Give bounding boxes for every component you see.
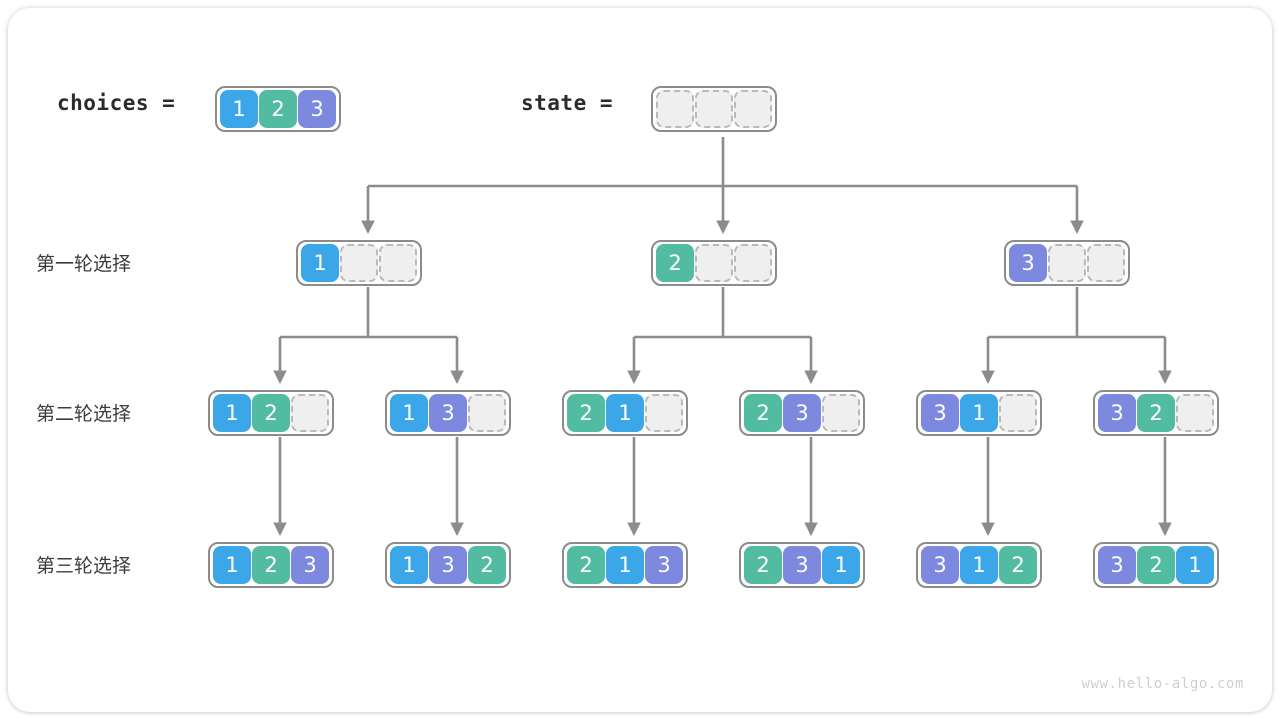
choices-label: choices = [57,91,176,115]
node-level1-0: 1 [296,240,422,286]
node-cell: 1 [213,546,251,584]
node-cell: 3 [429,394,467,432]
state-cell-1 [695,90,733,128]
node-cell [379,244,417,282]
state-cell-2 [734,90,772,128]
node-cell [695,244,733,282]
node-cell: 1 [1176,546,1214,584]
node-cell: 3 [291,546,329,584]
choices-cell-2: 3 [298,90,336,128]
node-cell: 3 [783,394,821,432]
node-cell: 3 [921,546,959,584]
node-level3-2: 2 1 3 [562,542,688,588]
node-level2-1: 1 3 [385,390,511,436]
node-level3-5: 3 2 1 [1093,542,1219,588]
node-cell [291,394,329,432]
node-level3-4: 3 1 2 [916,542,1042,588]
node-level1-2: 3 [1004,240,1130,286]
node-cell: 2 [1137,394,1175,432]
node-cell: 3 [1009,244,1047,282]
node-level2-5: 3 2 [1093,390,1219,436]
node-cell: 2 [567,394,605,432]
node-cell: 1 [822,546,860,584]
node-cell: 2 [1137,546,1175,584]
node-cell: 1 [606,394,644,432]
node-level3-1: 1 3 2 [385,542,511,588]
node-cell: 2 [567,546,605,584]
node-cell: 2 [468,546,506,584]
choices-array: 1 2 3 [215,86,341,132]
node-level1-1: 2 [651,240,777,286]
node-cell: 3 [921,394,959,432]
node-cell [1048,244,1086,282]
node-cell [468,394,506,432]
state-array-root [651,86,777,132]
node-cell: 2 [252,546,290,584]
choices-cell-1: 2 [259,90,297,128]
choices-cell-0: 1 [220,90,258,128]
node-cell: 1 [960,394,998,432]
node-cell [999,394,1037,432]
node-cell: 2 [252,394,290,432]
row-label-level-2: 第二轮选择 [36,403,132,425]
node-cell: 1 [390,394,428,432]
node-cell: 2 [744,546,782,584]
page-card [8,8,1272,712]
node-cell: 1 [606,546,644,584]
row-label-level-3: 第三轮选择 [36,555,132,577]
state-label: state = [521,91,614,115]
node-cell: 2 [999,546,1037,584]
node-cell: 1 [213,394,251,432]
node-cell: 3 [1098,394,1136,432]
node-cell: 3 [429,546,467,584]
node-cell: 1 [301,244,339,282]
node-cell: 1 [960,546,998,584]
node-cell [1087,244,1125,282]
node-cell: 3 [645,546,683,584]
node-level3-3: 2 3 1 [739,542,865,588]
watermark: www.hello-algo.com [1081,676,1244,692]
state-cell-0 [656,90,694,128]
node-level2-2: 2 1 [562,390,688,436]
node-level2-4: 3 1 [916,390,1042,436]
node-cell [1176,394,1214,432]
node-level3-0: 1 2 3 [208,542,334,588]
node-cell: 3 [783,546,821,584]
node-cell [822,394,860,432]
node-cell: 2 [744,394,782,432]
node-cell: 3 [1098,546,1136,584]
node-level2-0: 1 2 [208,390,334,436]
row-label-level-1: 第一轮选择 [36,253,132,275]
node-cell [645,394,683,432]
node-cell: 1 [390,546,428,584]
node-cell [734,244,772,282]
node-level2-3: 2 3 [739,390,865,436]
node-cell [340,244,378,282]
node-cell: 2 [656,244,694,282]
